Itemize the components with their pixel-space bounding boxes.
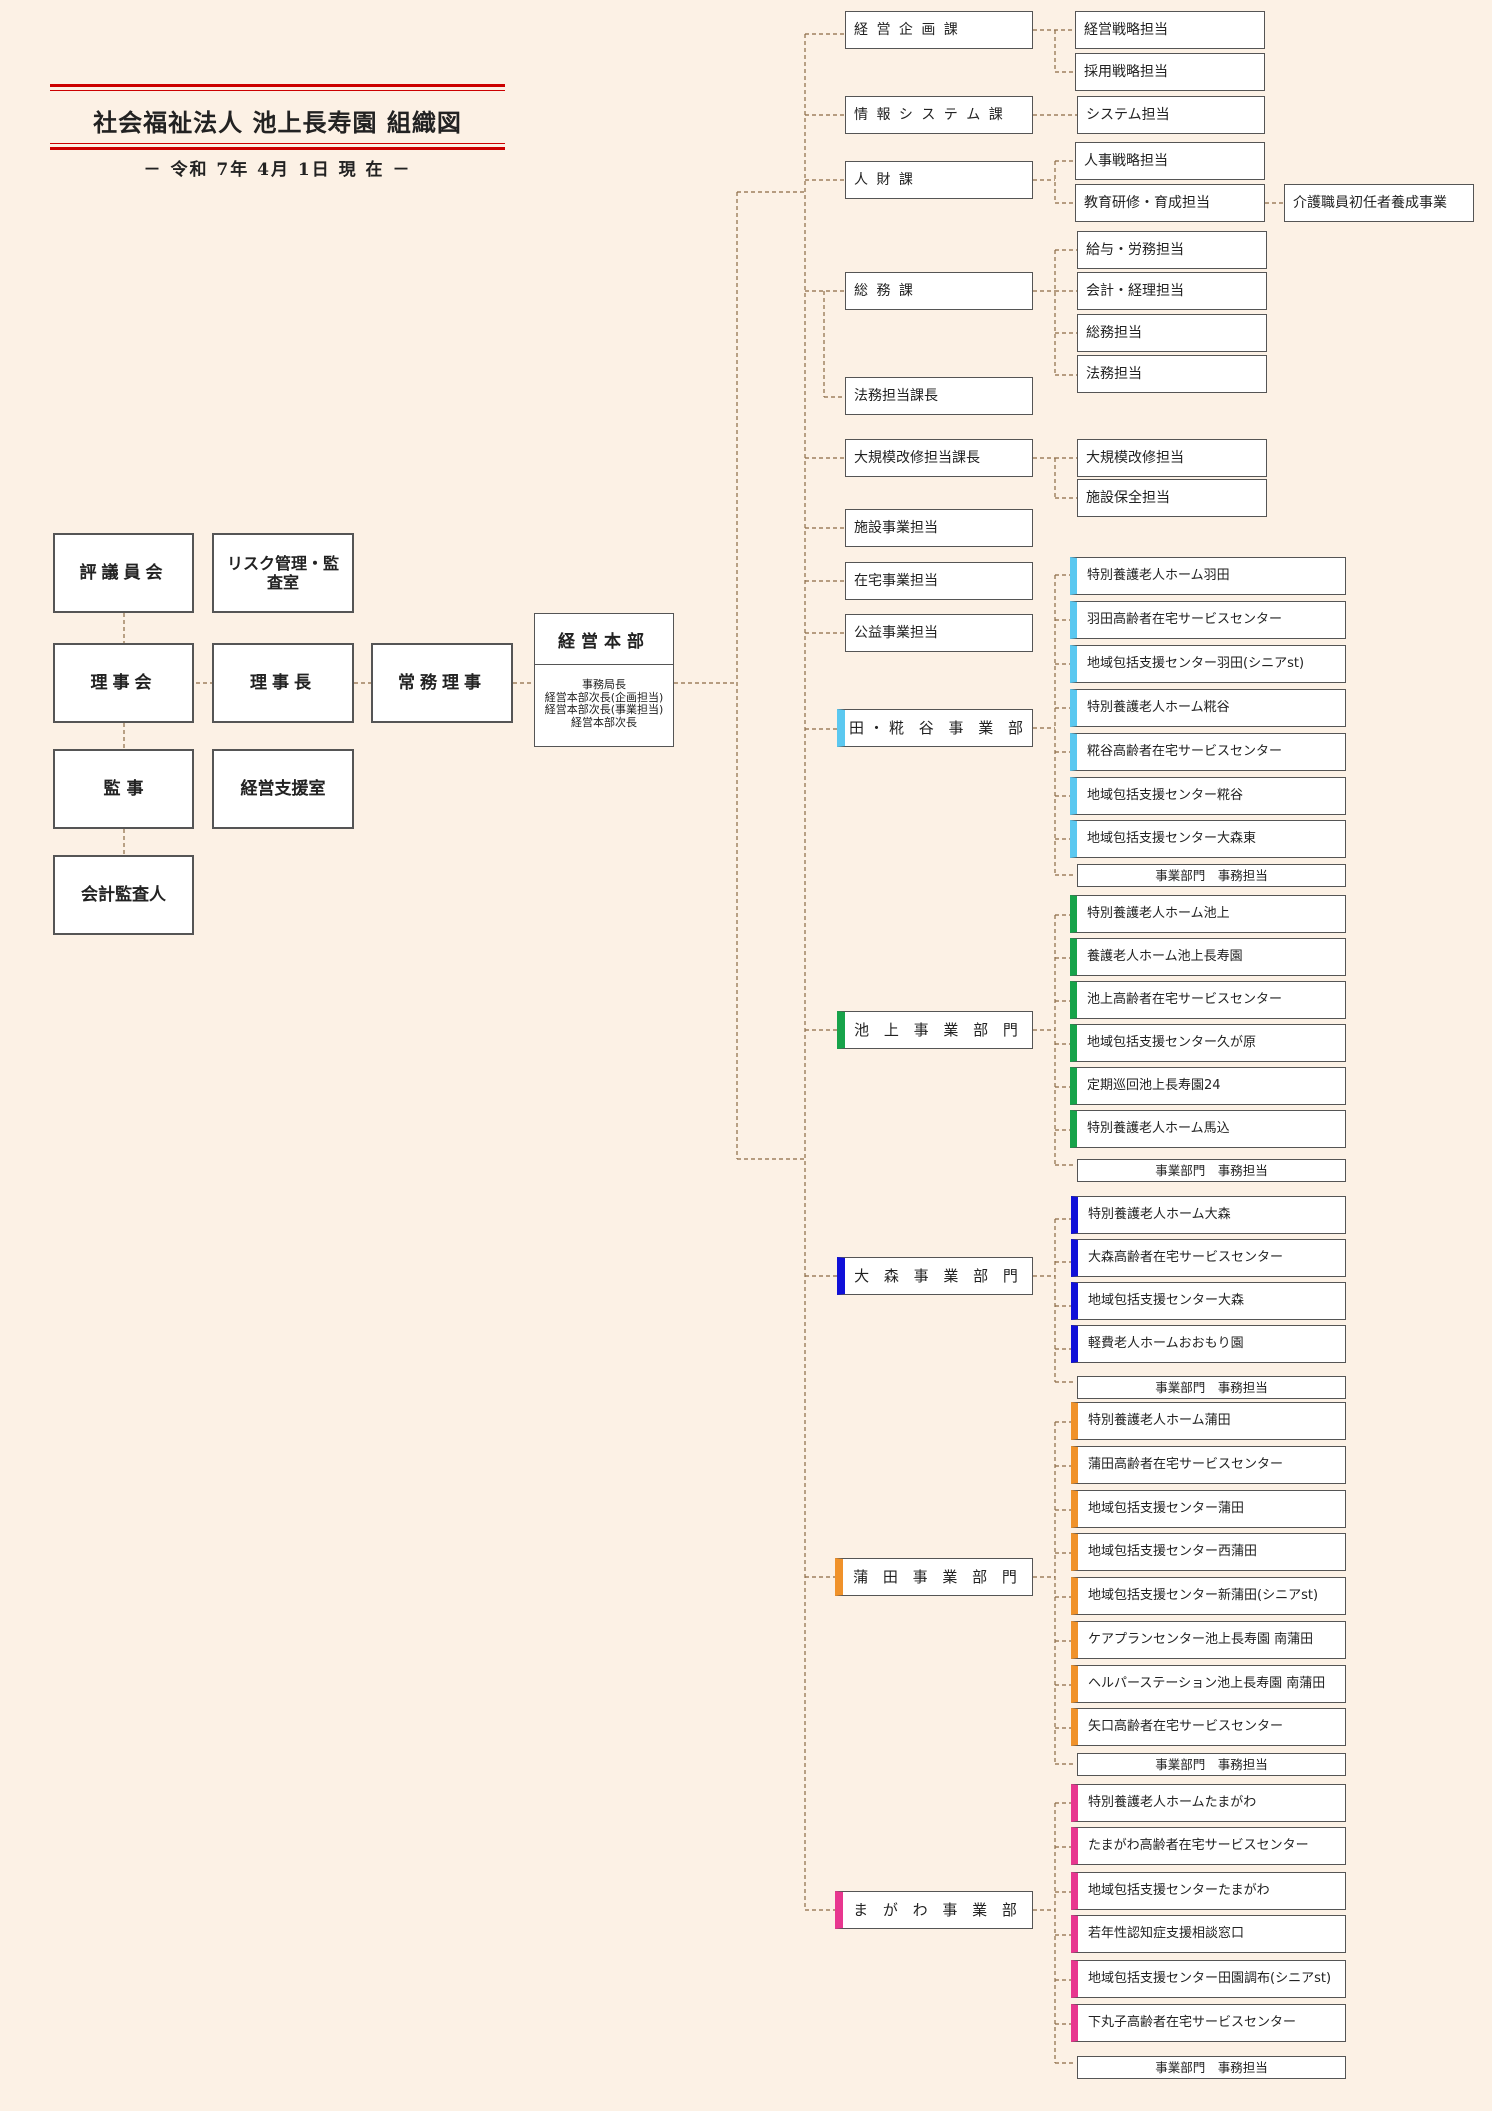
trainee-program-box: 介護職員初任者養成事業 [1284, 184, 1474, 222]
division-box: 池 上 事 業 部 門 [837, 1011, 1033, 1049]
office-box: 事業部門 事務担当 [1077, 1753, 1346, 1776]
facility-box: 養護老人ホーム池上長寿園 [1070, 938, 1346, 976]
facility-box: 地域包括支援センター田園調布(シニアst) [1071, 1960, 1346, 1998]
chart-title: 社会福祉法人 池上長寿園 組織図 [50, 84, 505, 150]
facility-box: 特別養護老人ホーム大森 [1071, 1196, 1346, 1234]
hq-sub: 事務局長 [582, 678, 626, 691]
facility-box: 大森高齢者在宅サービスセンター [1071, 1239, 1346, 1277]
facility-box: 特別養護老人ホームたまがわ [1071, 1784, 1346, 1822]
general-affairs-dept: 総 務 課 [845, 272, 1033, 310]
facility-box: 地域包括支援センター糀谷 [1070, 777, 1346, 815]
facility-box: たまがわ高齢者在宅サービスセンター [1071, 1827, 1346, 1865]
facility-box: 地域包括支援センター大森 [1071, 1282, 1346, 1320]
renovation-sub: 施設保全担当 [1077, 479, 1267, 517]
hq-sub: 経営本部次長(事業担当) [544, 703, 664, 717]
facility-box: 地域包括支援センター羽田(シニアst) [1070, 645, 1346, 683]
facility-box: ヘルパーステーション池上長寿園 南蒲田 [1071, 1665, 1346, 1703]
office-box: 事業部門 事務担当 [1077, 1159, 1346, 1182]
info-systems-dept: 情 報 シ ス テ ム 課 [845, 96, 1033, 134]
facility-box: 糀谷高齢者在宅サービスセンター [1070, 733, 1346, 771]
facility-box: 蒲田高齢者在宅サービスセンター [1071, 1446, 1346, 1484]
facility-box: 定期巡回池上長寿園24 [1070, 1067, 1346, 1105]
facility-box: 下丸子高齢者在宅サービスセンター [1071, 2004, 1346, 2042]
division-box: 羽 田・糀 谷 事 業 部 門 [837, 709, 1033, 747]
hr-sub: 人事戦略担当 [1075, 142, 1265, 180]
legal-chief-box: 法務担当課長 [845, 377, 1033, 415]
facility-box: 地域包括支援センター新蒲田(シニアst) [1071, 1577, 1346, 1615]
planning-dept: 経 営 企 画 課 [845, 11, 1033, 49]
renovation-chief-box: 大規模改修担当課長 [845, 439, 1033, 477]
hr-dept: 人 財 課 [845, 161, 1033, 199]
hq-box: 経営本部 事務局長 経営本部次長(企画担当) 経営本部次長(事業担当) 経営本部… [534, 613, 674, 747]
biz-section: 施設事業担当 [845, 509, 1033, 547]
facility-box: 地域包括支援センターたまがわ [1071, 1872, 1346, 1910]
facility-box: 若年性認知症支援相談窓口 [1071, 1915, 1346, 1953]
facility-box: 羽田高齢者在宅サービスセンター [1070, 601, 1346, 639]
facility-box: 特別養護老人ホーム蒲田 [1071, 1402, 1346, 1440]
facility-box: 池上高齢者在宅サービスセンター [1070, 981, 1346, 1019]
managing-director-box: 常務理事 [371, 643, 513, 723]
facility-box: 特別養護老人ホーム池上 [1070, 895, 1346, 933]
facility-box: 地域包括支援センター蒲田 [1071, 1490, 1346, 1528]
hq-sub: 経営本部次長 [571, 715, 637, 729]
board-box: 理事会 [53, 643, 194, 723]
facility-box: 地域包括支援センター大森東 [1070, 820, 1346, 858]
office-box: 事業部門 事務担当 [1077, 2056, 1346, 2079]
general-sub: 給与・労務担当 [1077, 231, 1267, 269]
general-sub: 法務担当 [1077, 355, 1267, 393]
division-box: 大 森 事 業 部 門 [837, 1257, 1033, 1295]
hq-sub: 経営本部次長(企画担当) [544, 690, 664, 704]
biz-section: 公益事業担当 [845, 614, 1033, 652]
biz-section: 在宅事業担当 [845, 562, 1033, 600]
auditor-box: 監 事 [53, 749, 194, 829]
facility-box: 特別養護老人ホーム羽田 [1070, 557, 1346, 595]
hr-sub: 教育研修・育成担当 [1075, 184, 1265, 222]
general-sub: 総務担当 [1077, 314, 1267, 352]
planning-sub: 採用戦略担当 [1075, 53, 1265, 91]
renovation-sub: 大規模改修担当 [1077, 439, 1267, 477]
management-support-box: 経営支援室 [212, 749, 354, 829]
office-box: 事業部門 事務担当 [1077, 1376, 1346, 1399]
facility-box: 矢口高齢者在宅サービスセンター [1071, 1708, 1346, 1746]
office-box: 事業部門 事務担当 [1077, 864, 1346, 887]
facility-box: 特別養護老人ホーム糀谷 [1070, 689, 1346, 727]
info-sub: システム担当 [1077, 96, 1265, 134]
general-sub: 会計・経理担当 [1077, 272, 1267, 310]
facility-box: 特別養護老人ホーム馬込 [1070, 1110, 1346, 1148]
facility-box: ケアプランセンター池上長寿園 南蒲田 [1071, 1621, 1346, 1659]
hq-title: 経営本部 [535, 614, 673, 665]
risk-audit-office-box: リスク管理・監査室 [212, 533, 354, 613]
accounting-auditor-box: 会計監査人 [53, 855, 194, 935]
council-box: 評議員会 [53, 533, 194, 613]
facility-box: 地域包括支援センター久が原 [1070, 1024, 1346, 1062]
planning-sub: 経営戦略担当 [1075, 11, 1265, 49]
division-box: た ま が わ 事 業 部 門 [835, 1891, 1033, 1929]
facility-box: 軽費老人ホームおおもり園 [1071, 1325, 1346, 1363]
facility-box: 地域包括支援センター西蒲田 [1071, 1533, 1346, 1571]
chairman-box: 理事長 [212, 643, 354, 723]
as-of-date: － 令和 7年 4月 1日 現 在 － [143, 160, 412, 180]
hq-subtitles: 事務局長 経営本部次長(企画担当) 経営本部次長(事業担当) 経営本部次長 [535, 665, 673, 730]
division-box: 蒲 田 事 業 部 門 [835, 1558, 1033, 1596]
